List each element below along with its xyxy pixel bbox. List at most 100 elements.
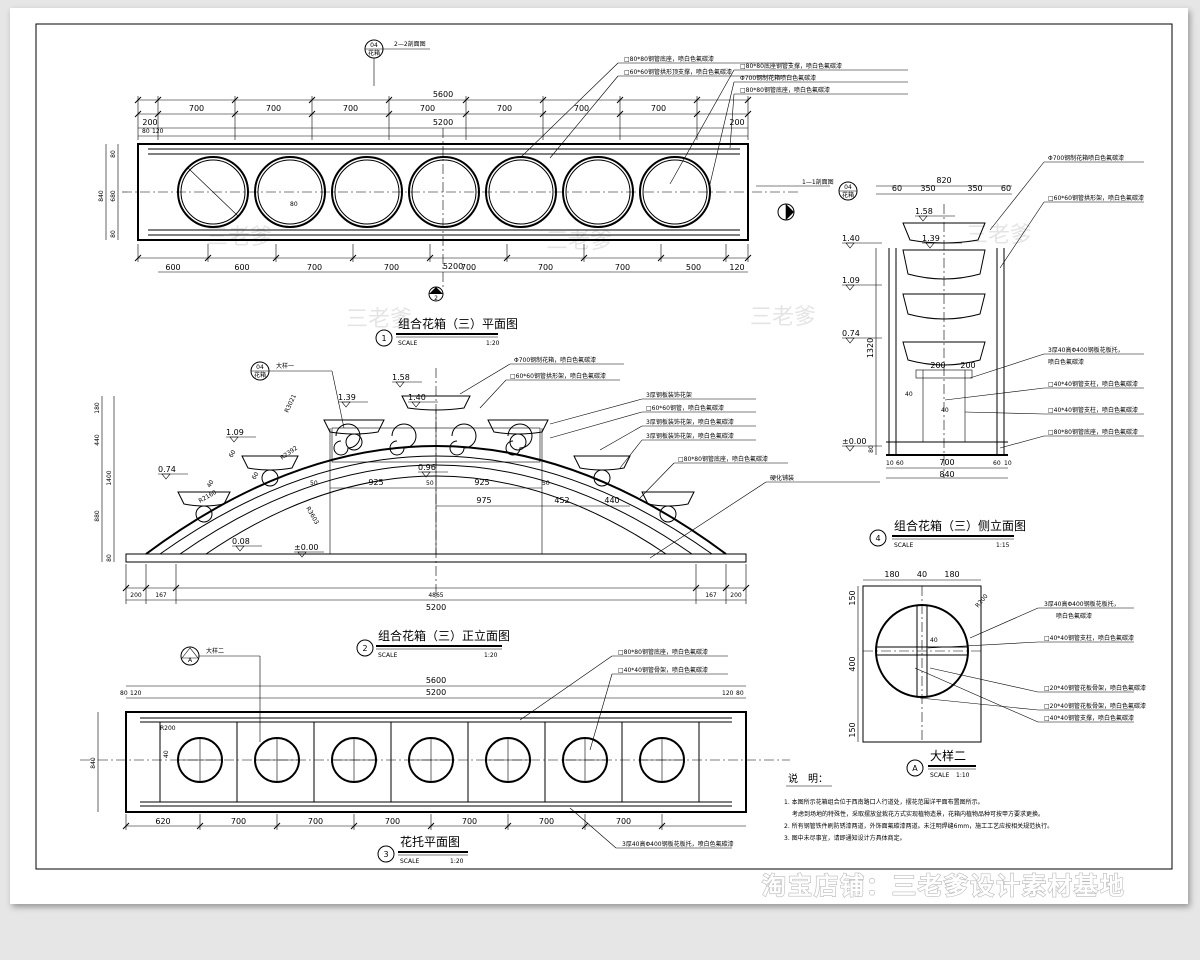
front-scroll-ornament [389,423,417,456]
plan-note-2: □60*60钢管拱形顶支撑，喷白色氟碳漆 [624,68,732,76]
side-level-mark [845,337,855,344]
plan-top-dim-5: 700 [497,104,512,113]
detailA-scale: 1:10 [956,772,970,779]
plan-note-leader [709,81,735,185]
front-bottom-dim-5: 200 [730,592,742,599]
front-planter-ring [195,505,213,523]
front-title-num: 2 [362,644,367,653]
front-scroll-ornament [333,423,361,456]
side-w40: 40 [941,407,949,414]
tray-bottom-dim-2: 700 [231,817,246,826]
tray-overall: 5600 [426,676,446,685]
front-dim-50c: 50 [542,480,550,487]
side-level-mark [918,215,928,222]
shop-banner: 淘宝店铺：三老爹设计素材基地 [762,872,1126,900]
plan-top-band-dim: 80 [110,150,117,158]
plan-bottom-band-dim: 80 [110,230,117,238]
front-scale: 1:20 [484,652,498,659]
detail-a: 180 40 180 150 400 150 R200 40 3厚40高Φ400… [848,570,1146,779]
detailA-note-2: 喷白色氟碳漆 [1056,612,1092,620]
plan-scale-word: SCALE [398,340,417,347]
front-left-dim-1: 180 [94,402,101,414]
detailA-left-dim-2: 400 [848,656,857,671]
front-planter-ring [509,433,527,451]
side-bottom-dim-1: 10 [886,460,894,467]
side-w200b: 200 [960,361,975,370]
front-radius-4: R2160 [198,489,218,505]
front-note-2: □60*60钢管拱形架，喷白色氟碳漆 [510,372,606,380]
front-detail-tag-sub: 花箱 [254,371,266,379]
front-level-mark [229,436,239,443]
front-bottom-dim-3: 4865 [428,592,443,599]
watermark-3: 三老爹 [346,307,412,332]
tray-detail-tag: A [188,657,193,664]
tray-title-num: 3 [383,850,388,859]
detailA-note-6: □40*40钢管支撑，喷白色氟碳漆 [1044,714,1134,722]
detailA-top-dim-3: 180 [944,570,959,579]
plan-scale: 1:20 [486,340,500,347]
side-top-dim-4: 60 [1001,184,1011,193]
remarks-line-1: 1. 本图所示花箱组合位于西南路口人行道处，摆花范围详平面布置图所示。 [784,798,984,806]
detailA-top-dim-1: 180 [884,570,899,579]
plan-bottom-dim-9: 120 [729,263,744,272]
front-small-dim-1: 60 [228,449,238,459]
front-planter-bowl [323,419,385,435]
plan-section-1-tag: 04 [844,184,852,191]
side-note-6: □40*40钢管支柱，喷白色氟碳漆 [1048,406,1138,414]
watermark-4: 三老爹 [750,305,816,330]
front-detail-label: 大样一 [276,362,294,370]
plan-note-5: □80*80钢管底座，喷白色氟碳漆 [740,86,830,94]
detailA-note-4: □20*40钢管花板骨架，喷白色氟碳漆 [1044,684,1146,692]
tray-scale-word: SCALE [400,858,419,865]
front-level-5: 0.74 [158,465,176,474]
front-dim-975: 975 [476,496,491,505]
front-note-1: Φ700钢制花箱，喷白色氟碳漆 [514,356,596,364]
remarks-line-3: 2. 所有钢管铁件刷防锈漆两道，外饰面氟碳漆两道。未注明焊缝6mm，施工工艺应按… [784,822,1053,830]
front-scroll-ornament [449,423,477,456]
side-bottom-dim-2: 60 [896,460,904,467]
plan-top-dim-4: 700 [420,104,435,113]
front-note-4: □60*60钢管，喷白色氟碳漆 [646,404,724,412]
front-level-7: 0.08 [232,537,250,546]
remarks-block: 说 明： 1. 本图所示花箱组合位于西南路口人行道处，摆花范围详平面布置图所示。… [784,772,1053,842]
plan-note-leader [519,62,619,159]
front-bottom-dim-1: 200 [130,592,142,599]
side-base-height: 80 [868,445,875,453]
plan-note-leader [669,69,735,185]
plan-height-dim: 840 [98,190,105,202]
plan-note-leader [729,93,735,149]
side-bottom-total: 840 [939,470,954,479]
side-bottom-dim-4: 60 [993,460,1001,467]
detailA-note-1: 3厚40高Φ400钢板花板托， [1044,600,1120,608]
side-top-total: 820 [936,176,951,185]
side-scale-word: SCALE [894,542,913,549]
drawing-sheet: 三老爹三老爹三老爹三老爹三老爹 5600 5200 200 200 80 120… [10,8,1188,904]
side-note-5: □40*40钢管支柱，喷白色氟碳漆 [1048,380,1138,388]
side-w200a: 200 [930,361,945,370]
detailA-title: 大样二 [930,748,966,763]
plan-top-dim-2: 700 [266,104,281,113]
plan-bottom-dim-4: 700 [384,263,399,272]
front-level-mark [297,551,307,558]
front-level-4: 1.09 [226,428,244,437]
side-level-mark [845,445,855,452]
side-note-leader [964,411,1045,415]
front-planter-bowl [487,419,549,435]
detailA-scale-word: SCALE [930,772,949,779]
watermark-5: 三老爹 [966,223,1032,248]
side-note-4: 喷白色氟碳漆 [1048,358,1084,366]
detailA-note-leader [929,667,1039,693]
plan-overall-dim: 5600 [433,90,453,99]
side-level-2: 1.39 [922,234,940,243]
plan-top-dim-6: 700 [574,104,589,113]
front-level-3: 1.39 [338,393,356,402]
detailA-radius: R200 [974,593,990,610]
side-note-7: □80*80钢管底座，喷白色氟碳漆 [1048,428,1138,436]
front-dim-50b: 50 [426,480,434,487]
front-planter-bowl [573,455,631,471]
front-left-dim-2: 440 [94,434,101,446]
plan-bottom-dim-1: 600 [165,263,180,272]
tray-note-1: □80*80钢管底座，喷白色氟碳漆 [618,648,708,656]
front-note-leader [649,481,767,559]
